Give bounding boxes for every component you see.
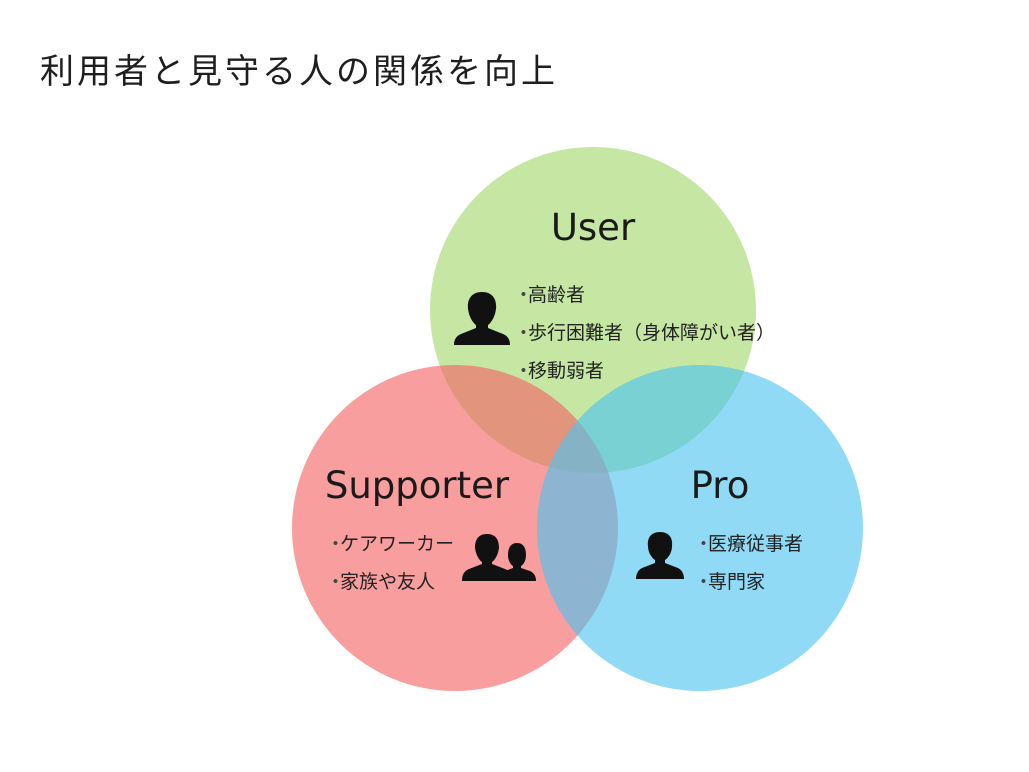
list-item: ・医療従事者 <box>694 532 804 555</box>
supporter-circle <box>292 365 618 691</box>
user-person-icon <box>454 292 510 345</box>
list-item: ・ケアワーカー <box>326 532 455 555</box>
supporter-heading: Supporter <box>324 464 510 507</box>
pro-person-icon <box>636 532 684 579</box>
list-item: ・歩行困難者（身体障がい者） <box>514 321 776 344</box>
list-item: ・家族や友人 <box>326 570 436 593</box>
list-item: ・高齢者 <box>514 283 586 306</box>
slide-title: 利用者と見守る人の関係を向上 <box>40 52 558 92</box>
supporter-list: ・ケアワーカー ・家族や友人 <box>326 523 454 599</box>
user-heading: User <box>550 206 636 249</box>
user-list: ・高齢者 ・歩行困難者（身体障がい者） ・移動弱者 <box>514 274 775 388</box>
list-item: ・移動弱者 <box>514 359 605 382</box>
two-people-icon <box>462 534 536 581</box>
pro-list: ・医療従事者 ・専門家 <box>694 523 803 599</box>
pro-heading: Pro <box>690 464 750 507</box>
list-item: ・専門家 <box>694 570 766 593</box>
pro-circle <box>537 365 863 691</box>
